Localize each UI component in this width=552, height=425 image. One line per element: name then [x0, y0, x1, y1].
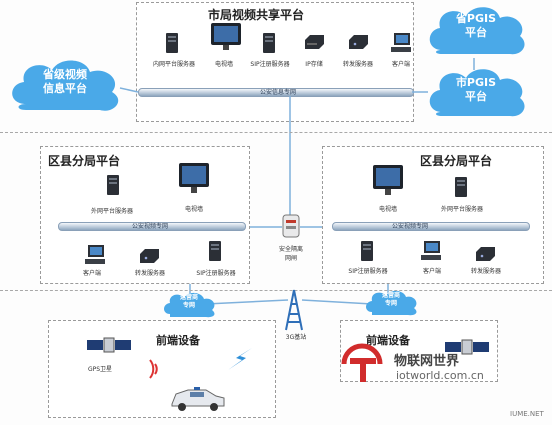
carrier-network-cloud: 运营商 专网 — [160, 290, 218, 320]
cloud-label-line: 省级视频 — [43, 68, 87, 81]
wireless-bolt-icon — [226, 346, 254, 376]
gps-satellite-icon — [86, 330, 132, 364]
left-frontend-title: 前端设备 — [156, 334, 200, 347]
tv-wall-icon — [210, 22, 242, 56]
city-platform-box — [136, 2, 414, 122]
device-label: SIP注册服务器 — [348, 268, 388, 275]
iotworld-logo — [334, 340, 390, 390]
client-pc-icon — [420, 240, 442, 266]
server-icon — [454, 176, 468, 202]
base-station-label: 3G基站 — [285, 334, 307, 341]
router-icon — [138, 248, 160, 268]
tv-wall-icon — [372, 164, 404, 202]
city-platform-title: 市局视频共享平台 — [208, 8, 305, 22]
router-icon — [474, 246, 496, 266]
right-frontend-title: 前端设备 — [366, 334, 410, 347]
server-icon — [262, 32, 276, 58]
cloud-label-line: 运营商 — [381, 292, 400, 299]
cloud-label-line: 平台 — [465, 26, 487, 39]
device-label: SIP注册服务器 — [250, 61, 290, 68]
server-icon — [165, 32, 179, 58]
right-district-box — [322, 146, 544, 284]
carrier-network-cloud: 运营商 专网 — [362, 288, 420, 318]
bus-label: 公安视频专网 — [131, 223, 169, 230]
watermark-corner: IUME.NET — [510, 410, 544, 418]
device-label: 电视墙 — [378, 206, 398, 213]
device-label: 内网平台服务器 — [152, 61, 196, 68]
bus-label: 公安信息专网 — [259, 89, 297, 96]
police-video-network-bus — [58, 222, 246, 231]
server-icon — [360, 240, 374, 266]
cloud-label-line: 信息平台 — [43, 82, 87, 95]
device-label: 客户端 — [82, 270, 102, 277]
left-district-title: 区县分局平台 — [48, 154, 121, 168]
watermark-cn: 物联网世界 — [394, 354, 460, 369]
cloud-label-line: 专网 — [384, 300, 397, 307]
cloud-label-line: 省PGIS — [455, 12, 497, 25]
cloud-label-line: 市PGIS — [455, 76, 497, 89]
cloud-label-line: 专网 — [182, 302, 195, 309]
cloud-label-line: 运营商 — [179, 294, 198, 301]
cell-tower-icon — [284, 288, 304, 336]
device-label: 转发服务器 — [470, 268, 502, 275]
province-pgis-cloud: 省PGIS 平台 — [424, 2, 528, 60]
gps-satellite-icon — [444, 332, 490, 366]
device-label: 转发服务器 — [134, 270, 166, 277]
signal-waves-icon — [146, 356, 168, 386]
device-label: IP存储 — [305, 61, 323, 68]
section-divider — [0, 290, 552, 291]
police-car-icon — [168, 384, 226, 418]
router-icon — [347, 34, 369, 54]
storage-icon — [303, 34, 325, 54]
city-pgis-cloud: 市PGIS 平台 — [424, 66, 528, 122]
gateway-label: 网闸 — [284, 255, 298, 262]
client-pc-icon — [84, 244, 106, 270]
tv-wall-icon — [178, 162, 210, 200]
bus-label: 公安视频专网 — [391, 223, 429, 230]
server-icon — [208, 240, 222, 266]
device-label: 客户端 — [422, 268, 442, 275]
device-label: 外网平台服务器 — [90, 208, 134, 215]
cloud-label-line: 平台 — [465, 90, 487, 103]
section-divider — [0, 132, 552, 133]
gps-label: GPS卫星 — [87, 366, 113, 373]
device-label: 电视墙 — [184, 206, 204, 213]
left-frontend-box — [48, 320, 276, 418]
device-label: 客户端 — [391, 61, 411, 68]
client-pc-icon — [390, 32, 412, 58]
gateway-label: 安全隔离 — [278, 246, 304, 253]
province-video-cloud: 省级视频 信息平台 — [4, 54, 126, 116]
security-gateway-icon — [280, 214, 302, 244]
server-icon — [106, 174, 120, 200]
device-label: 外网平台服务器 — [440, 206, 484, 213]
device-label: SIP注册服务器 — [196, 270, 236, 277]
right-district-title: 区县分局平台 — [420, 154, 493, 168]
device-label: 电视墙 — [214, 61, 234, 68]
police-video-network-bus — [332, 222, 530, 231]
watermark-url: iotworld.com.cn — [396, 369, 484, 382]
device-label: 转发服务器 — [342, 61, 374, 68]
